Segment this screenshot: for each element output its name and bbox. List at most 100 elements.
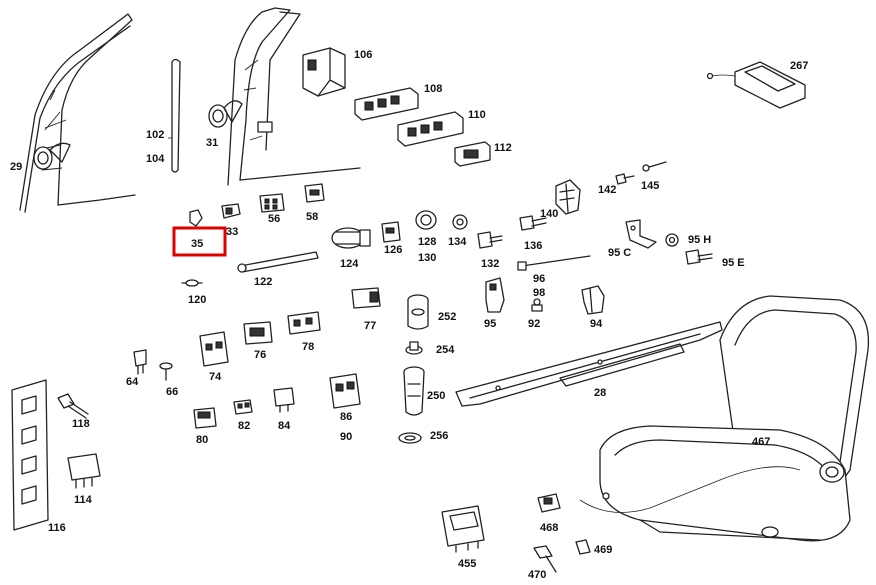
part-145 (642, 161, 667, 172)
label-267: 267 (790, 60, 808, 72)
part-96 (517, 255, 591, 271)
part-labels: 29 31 102 104 106 108 110 112 267 33 35 … (10, 49, 808, 581)
label-254: 254 (436, 344, 455, 356)
part-33 (221, 203, 241, 219)
label-95e: 95 E (722, 257, 745, 269)
label-132: 132 (481, 258, 499, 270)
label-77: 77 (364, 320, 376, 332)
part-116 (11, 379, 49, 531)
part-98 (533, 298, 541, 306)
part-469 (575, 539, 591, 555)
label-118: 118 (72, 418, 90, 430)
door-frame-center (208, 7, 361, 186)
label-252: 252 (438, 311, 456, 323)
part-252 (407, 294, 429, 330)
label-134: 134 (448, 236, 467, 248)
label-104: 104 (146, 153, 165, 165)
label-95c: 95 C (608, 247, 631, 259)
label-82: 82 (238, 420, 250, 432)
label-64: 64 (126, 376, 139, 388)
part-142 (615, 173, 635, 185)
part-95 (485, 277, 505, 313)
part-250 (403, 366, 425, 416)
part-468 (537, 493, 561, 513)
label-130: 130 (418, 252, 436, 264)
part-78 (287, 311, 321, 335)
label-256: 256 (430, 430, 448, 442)
part-140 (555, 179, 581, 215)
label-96: 96 (533, 273, 545, 285)
part-94 (581, 285, 605, 315)
part-95e (685, 249, 713, 265)
part-470 (533, 545, 557, 573)
label-35: 35 (191, 238, 203, 250)
part-76 (243, 321, 273, 345)
label-455: 455 (458, 558, 476, 570)
label-250: 250 (427, 390, 445, 402)
label-110: 110 (468, 109, 486, 121)
part-128 (415, 210, 437, 230)
label-468: 468 (540, 522, 558, 534)
label-467: 467 (752, 436, 770, 448)
part-95c (625, 219, 657, 249)
part-95h (665, 233, 679, 247)
label-128: 128 (418, 236, 436, 248)
part-80 (193, 407, 217, 429)
label-140: 140 (540, 208, 558, 220)
part-108 (354, 87, 419, 121)
part-74 (199, 331, 229, 367)
label-86: 86 (340, 411, 352, 423)
label-78: 78 (302, 341, 314, 353)
part-77 (351, 287, 381, 309)
label-120: 120 (188, 294, 206, 306)
label-90: 90 (340, 431, 352, 443)
part-114 (67, 453, 101, 489)
label-29: 29 (10, 161, 22, 173)
part-455 (441, 505, 485, 553)
label-126: 126 (384, 244, 402, 256)
part-86 (329, 373, 361, 409)
part-106 (302, 47, 346, 97)
part-92 (531, 304, 543, 312)
label-142: 142 (598, 184, 616, 196)
part-467-seat (579, 295, 870, 542)
label-469: 469 (594, 544, 612, 556)
part-64 (133, 349, 147, 375)
label-470: 470 (528, 569, 546, 581)
label-33: 33 (226, 226, 238, 238)
label-95h: 95 H (688, 234, 711, 246)
part-58 (304, 183, 325, 203)
label-122: 122 (254, 276, 272, 288)
part-136 (519, 215, 547, 231)
label-116: 116 (48, 522, 66, 534)
part-254 (405, 341, 423, 355)
part-267 (706, 61, 806, 109)
part-122 (237, 251, 319, 273)
part-56 (259, 193, 285, 213)
part-28 (455, 321, 723, 407)
label-56: 56 (268, 213, 280, 225)
label-94: 94 (590, 318, 603, 330)
label-58: 58 (306, 211, 318, 223)
label-95: 95 (484, 318, 496, 330)
door-frame-left (19, 13, 136, 213)
label-102: 102 (146, 129, 164, 141)
part-66 (159, 362, 173, 381)
label-106: 106 (354, 49, 372, 61)
part-112 (454, 141, 491, 167)
part-110 (397, 111, 464, 147)
label-84: 84 (278, 420, 291, 432)
label-92: 92 (528, 318, 540, 330)
part-256 (398, 432, 422, 444)
highlight-box-35 (172, 226, 227, 257)
part-120 (181, 279, 203, 287)
label-114: 114 (74, 494, 93, 506)
label-74: 74 (209, 371, 222, 383)
label-124: 124 (340, 258, 359, 270)
label-98: 98 (533, 287, 545, 299)
label-28: 28 (594, 387, 606, 399)
label-145: 145 (641, 180, 659, 192)
part-82 (233, 399, 253, 415)
